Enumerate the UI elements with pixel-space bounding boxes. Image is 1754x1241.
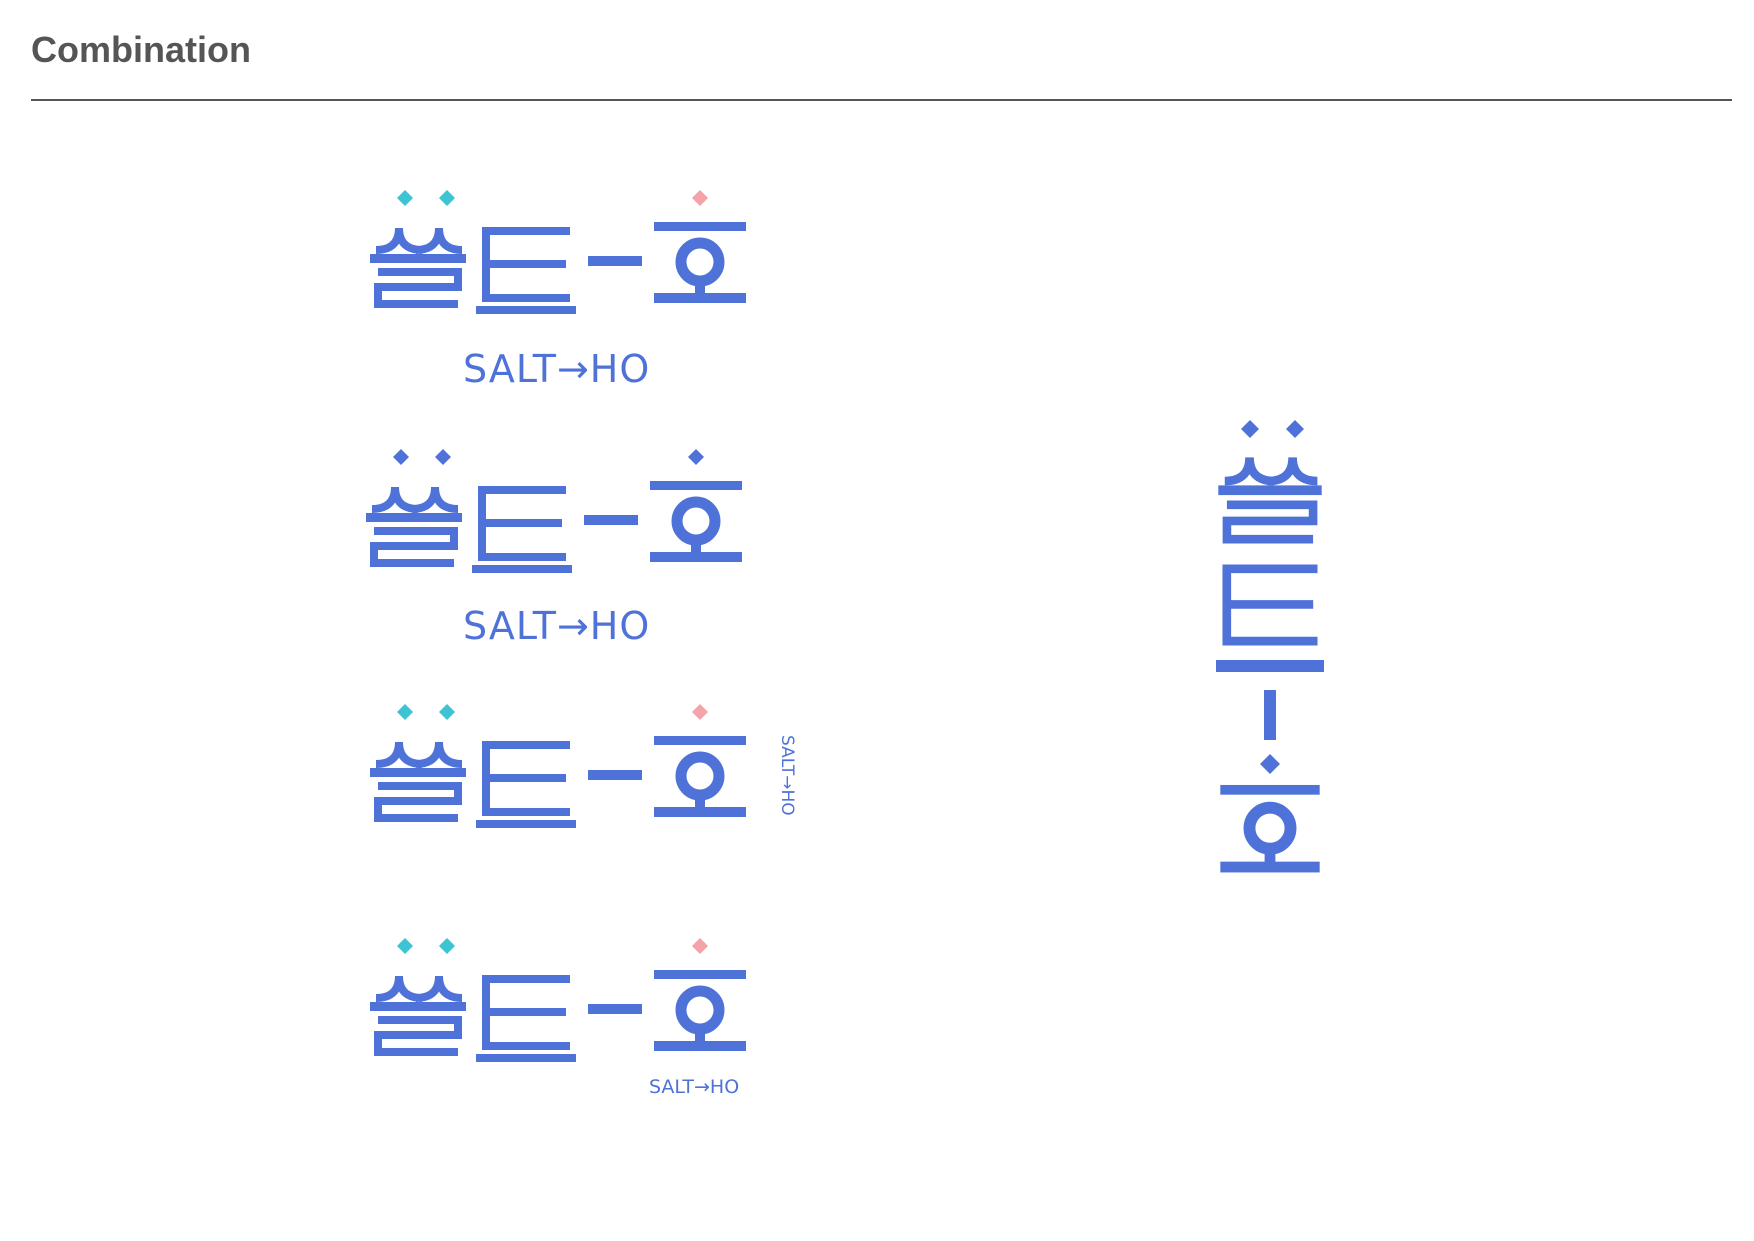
tagline: SALT→HO: [463, 604, 651, 648]
diamond-icon: [688, 449, 704, 465]
wordmark: [364, 449, 756, 573]
wordmark: [368, 938, 760, 1062]
wordmark: [368, 704, 760, 828]
logo-horizontal-monochrome: [364, 443, 756, 573]
tagline-vertical: SALT→HO: [777, 735, 797, 816]
wordmark-vertical: [1216, 420, 1324, 873]
diamond-icon: [397, 704, 455, 720]
header-divider: [31, 99, 1732, 101]
diamond-icon: [397, 938, 455, 954]
tagline-small: SALT→HO: [649, 1076, 740, 1098]
logo-vertical-monochrome: [1212, 410, 1328, 910]
logo-horizontal-colored-small-tag: [368, 932, 760, 1062]
diamond-icon: [692, 190, 708, 206]
diamond-icon: [692, 938, 708, 954]
diamond-icon: [1241, 420, 1304, 438]
logo-horizontal-colored: [368, 184, 760, 314]
tagline: SALT→HO: [463, 347, 651, 391]
logo-horizontal-colored-vertical-tag: [368, 698, 760, 828]
page-title: Combination: [31, 29, 251, 70]
diamond-icon: [692, 704, 708, 720]
wordmark: [368, 190, 760, 314]
diamond-icon: [393, 449, 451, 465]
diamond-icon: [397, 190, 455, 206]
diamond-icon: [1260, 754, 1280, 774]
